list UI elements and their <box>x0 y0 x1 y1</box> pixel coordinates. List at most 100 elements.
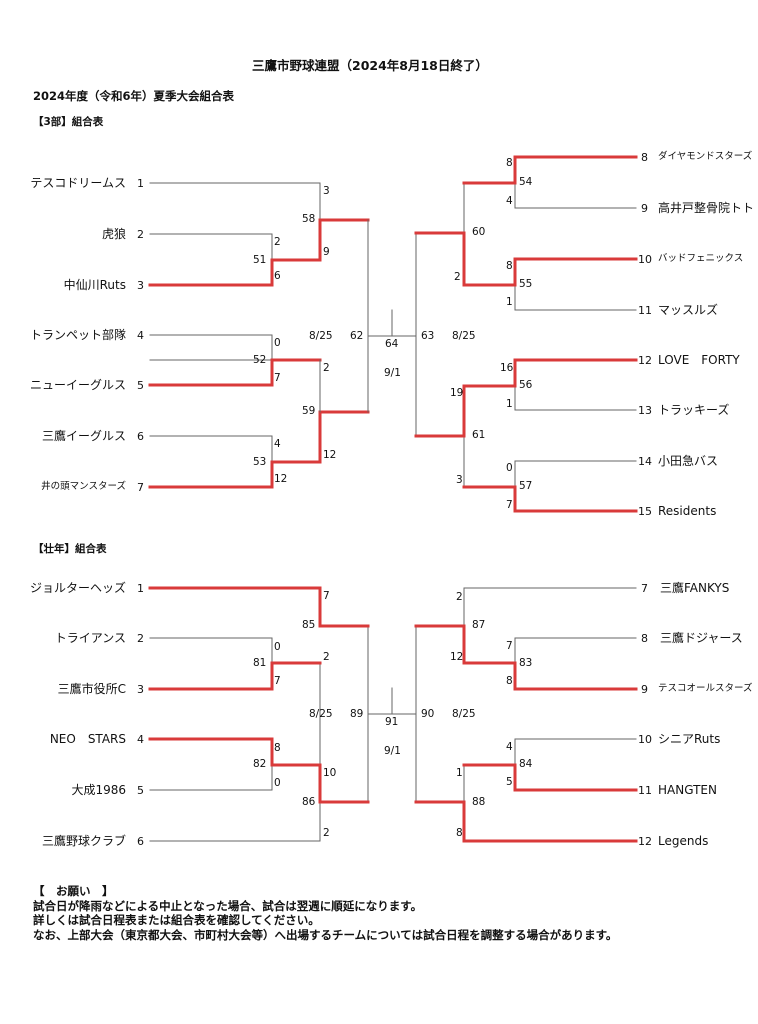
score: 8 <box>506 260 513 272</box>
score: 9 <box>323 246 330 258</box>
score: 1 <box>506 398 513 410</box>
team-name: 大成1986 <box>71 783 126 797</box>
score: 2 <box>274 236 281 248</box>
score: 8 <box>506 675 513 687</box>
score: 7 <box>323 590 330 602</box>
team-name: テスコドリームス <box>30 176 126 190</box>
score: 2 <box>323 827 330 839</box>
score: 8 <box>506 157 513 169</box>
match-number: 82 <box>253 758 267 770</box>
team-name: 三鷹市役所C <box>57 682 126 696</box>
team-seed: 9 <box>641 202 648 215</box>
team-seed: 5 <box>137 784 144 797</box>
score: 10 <box>323 767 337 779</box>
score: 2 <box>323 362 330 374</box>
match-number: 53 <box>253 456 267 468</box>
team-seed: 11 <box>638 784 652 797</box>
team-name: マッスルズ <box>658 303 719 317</box>
team-seed: 10 <box>638 733 652 746</box>
match-date: 8/25 <box>452 708 476 720</box>
team-name: LOVE FORTY <box>658 353 740 367</box>
match-number: 57 <box>519 480 533 492</box>
team-seed: 4 <box>137 733 144 746</box>
team-seed: 14 <box>638 455 652 468</box>
team-seed: 3 <box>137 279 144 292</box>
team-seed: 8 <box>641 632 648 645</box>
score: 3 <box>456 474 463 486</box>
notes-line: 試合日が降雨などによる中止となった場合、試合は翌週に順延になります。 <box>33 898 423 913</box>
score: 7 <box>506 499 513 511</box>
notes-line: なお、上部大会（東京都大会、市町村大会等）へ出場するチームについては試合日程を調… <box>33 927 618 942</box>
team-name: Legends <box>658 834 709 848</box>
team-seed: 7 <box>137 481 144 494</box>
match-number: 51 <box>253 254 267 266</box>
score: 60 <box>472 226 486 238</box>
score: 0 <box>274 641 281 653</box>
team-name: トランペット部隊 <box>29 328 126 342</box>
match-number: 56 <box>519 379 533 391</box>
score: 7 <box>274 675 281 687</box>
score: 16 <box>500 362 514 374</box>
score: 8 <box>274 742 281 754</box>
team-seed: 7 <box>641 582 648 595</box>
team-seed: 12 <box>638 354 652 367</box>
score: 4 <box>506 195 513 207</box>
team-seed: 2 <box>137 632 144 645</box>
match-number: 81 <box>253 657 267 669</box>
match-number: 90 <box>421 708 435 720</box>
score: 12 <box>450 651 464 663</box>
match-number: 87 <box>472 619 486 631</box>
notes-heading: 【 お願い 】 <box>33 884 114 898</box>
senior-heading: 【壮年】組合表 <box>33 543 107 555</box>
match-number: 86 <box>302 796 316 808</box>
match-number: 55 <box>519 278 533 290</box>
team-name: 三鷹ドジャース <box>660 631 743 645</box>
team-name: 三鷹FANKYS <box>660 581 730 595</box>
match-number: 63 <box>421 330 435 342</box>
score: 58 <box>302 213 316 225</box>
match-number: 84 <box>519 758 533 770</box>
team-seed: 5 <box>137 379 144 392</box>
match-date: 9/1 <box>384 745 401 757</box>
team-seed: 3 <box>137 683 144 696</box>
page-subtitle: 2024年度（令和6年）夏季大会組合表 <box>33 89 235 103</box>
match-date: 9/1 <box>384 367 401 379</box>
match-date: 8/25 <box>309 708 333 720</box>
team-name: シニアRuts <box>658 732 721 746</box>
match-number: 88 <box>472 796 486 808</box>
score: 0 <box>274 777 281 789</box>
score: 7 <box>506 640 513 652</box>
score: 7 <box>274 372 281 384</box>
team-seed: 1 <box>137 177 144 190</box>
match-number: 62 <box>350 330 364 342</box>
team-name: トラッキーズ <box>658 403 730 417</box>
team-name: 虎狼 <box>101 227 126 241</box>
team-name: ニューイーグルス <box>29 378 126 392</box>
team-name: 三鷹野球クラブ <box>41 834 126 848</box>
team-seed: 6 <box>137 835 144 848</box>
match-number: 52 <box>253 354 267 366</box>
team-name: 三鷹イーグルス <box>41 429 126 443</box>
team-seed: 8 <box>641 151 648 164</box>
score: 1 <box>506 296 513 308</box>
score: 12 <box>323 449 337 461</box>
score: 2 <box>454 271 461 283</box>
team-name: ジョルターヘッズ <box>29 581 126 595</box>
team-seed: 15 <box>638 505 652 518</box>
team-name: 高井戸整骨院トト <box>658 201 755 215</box>
team-seed: 1 <box>137 582 144 595</box>
team-seed: 12 <box>638 835 652 848</box>
team-seed: 6 <box>137 430 144 443</box>
team-name: 中仙川Ruts <box>63 278 126 292</box>
score: 12 <box>274 473 288 485</box>
team-name: 井の頭マンスターズ <box>41 481 126 492</box>
match-number: 61 <box>472 429 486 441</box>
div3-heading: 【3部】組合表 <box>33 116 104 128</box>
team-name: 小田急バス <box>658 454 719 468</box>
score: 5 <box>506 776 513 788</box>
notes-line: 詳しくは試合日程表または組合表を確認してください。 <box>33 913 320 927</box>
page-title: 三鷹市野球連盟（2024年8月18日終了） <box>252 58 488 73</box>
score: 3 <box>323 185 330 197</box>
match-number: 83 <box>519 657 533 669</box>
team-seed: 11 <box>638 304 652 317</box>
